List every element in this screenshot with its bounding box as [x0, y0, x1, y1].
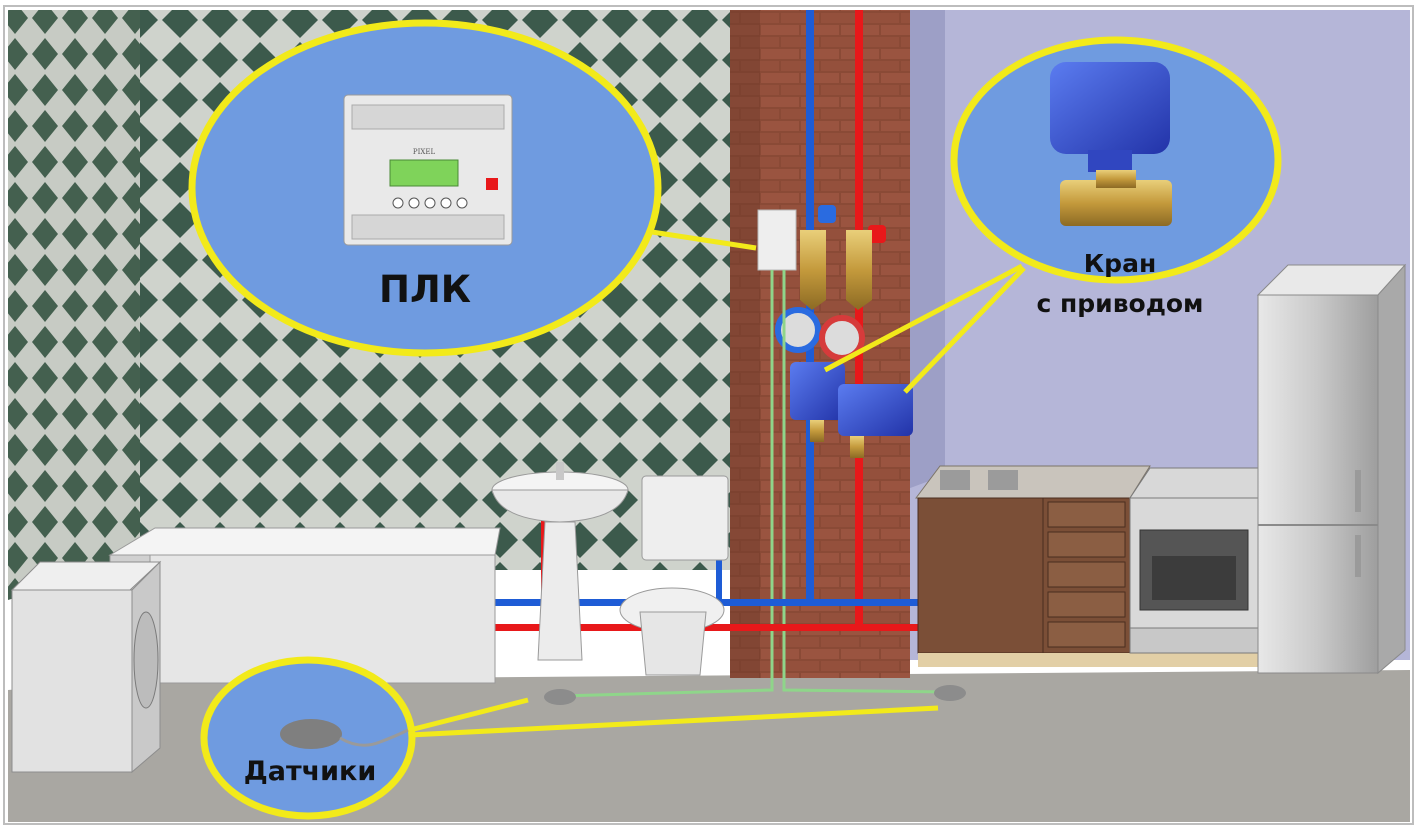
refrigerator [1256, 263, 1407, 675]
cold-water-meter [775, 307, 821, 353]
callout-lines [409, 229, 1026, 738]
cold-main [492, 599, 1010, 606]
sensor-wires [559, 270, 951, 698]
toilet [619, 475, 729, 676]
plc-callout: PIXEL ПЛК [188, 19, 662, 357]
kitchen-cabinets [915, 465, 1258, 667]
washing-machine [10, 560, 162, 774]
valve-callout-line-cold [823, 263, 1024, 373]
valve-callout-line-hot [903, 266, 1026, 394]
valve-label-line1: Кран [1084, 249, 1156, 278]
cold-valve-actuator [790, 362, 845, 420]
hot-valve-actuator [838, 384, 913, 436]
junction-box [757, 209, 797, 271]
plc-brand-text: PIXEL [413, 148, 436, 156]
sensors-label: Датчики [244, 756, 377, 787]
sensors-callout: Датчики [200, 656, 416, 820]
plc-controller-icon: PIXEL [343, 94, 513, 246]
sensor-cable [339, 728, 409, 747]
gas-stove [1129, 467, 1259, 654]
valve-callout: Кран с приводом [950, 36, 1282, 318]
hot-tap [868, 225, 886, 243]
floor-sensors [544, 685, 966, 705]
hot-water-meter [819, 315, 865, 361]
sensor-callout-line-left [409, 697, 529, 733]
leak-sensor-icon [934, 685, 966, 701]
plc-callout-line [651, 229, 757, 251]
hot-filter [846, 230, 872, 310]
sensor-callout-line-right [409, 705, 939, 738]
cold-filter [800, 230, 826, 310]
leak-sensor-icon [544, 689, 576, 705]
leak-sensor-icon [280, 719, 342, 749]
wash-basin [491, 462, 629, 661]
hot-riser [855, 10, 863, 630]
riser-pipes [757, 10, 913, 630]
motorized-ball-valve-icon [1050, 62, 1172, 226]
hot-main [492, 624, 980, 631]
left-tile-wall [8, 10, 140, 600]
cold-tap [818, 205, 836, 223]
valve-label-line2: с приводом [1036, 289, 1203, 318]
plc-label: ПЛК [379, 268, 471, 311]
kitchen-wall-shadow [905, 10, 945, 490]
